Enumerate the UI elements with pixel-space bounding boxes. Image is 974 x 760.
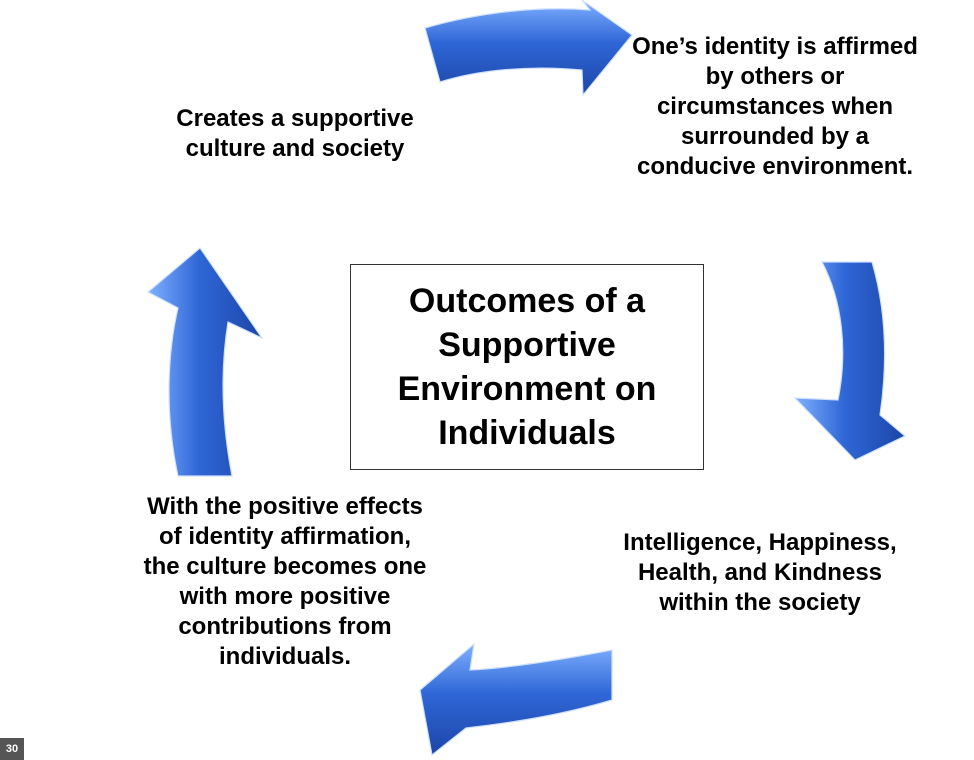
center-box: Outcomes of a Supportive Environment on … [350, 264, 704, 470]
node-supportive-culture: Creates a supportive culture and society [176, 105, 414, 162]
arrow-left-up [146, 247, 264, 477]
arrow-bottom-left [419, 642, 613, 757]
node-outcomes-list: Intelligence, Happiness, Health, and Kin… [623, 529, 897, 616]
node-identity-affirmed: One’s identity is affirmed by others or … [632, 33, 918, 180]
node-positive-contributions: With the positive effects of identity af… [143, 493, 427, 670]
arrow-top-right [424, 0, 633, 97]
arrow-right-down [793, 261, 907, 461]
center-title: Outcomes of a Supportive Environment on … [397, 281, 657, 453]
page-number: 30 [0, 738, 24, 760]
